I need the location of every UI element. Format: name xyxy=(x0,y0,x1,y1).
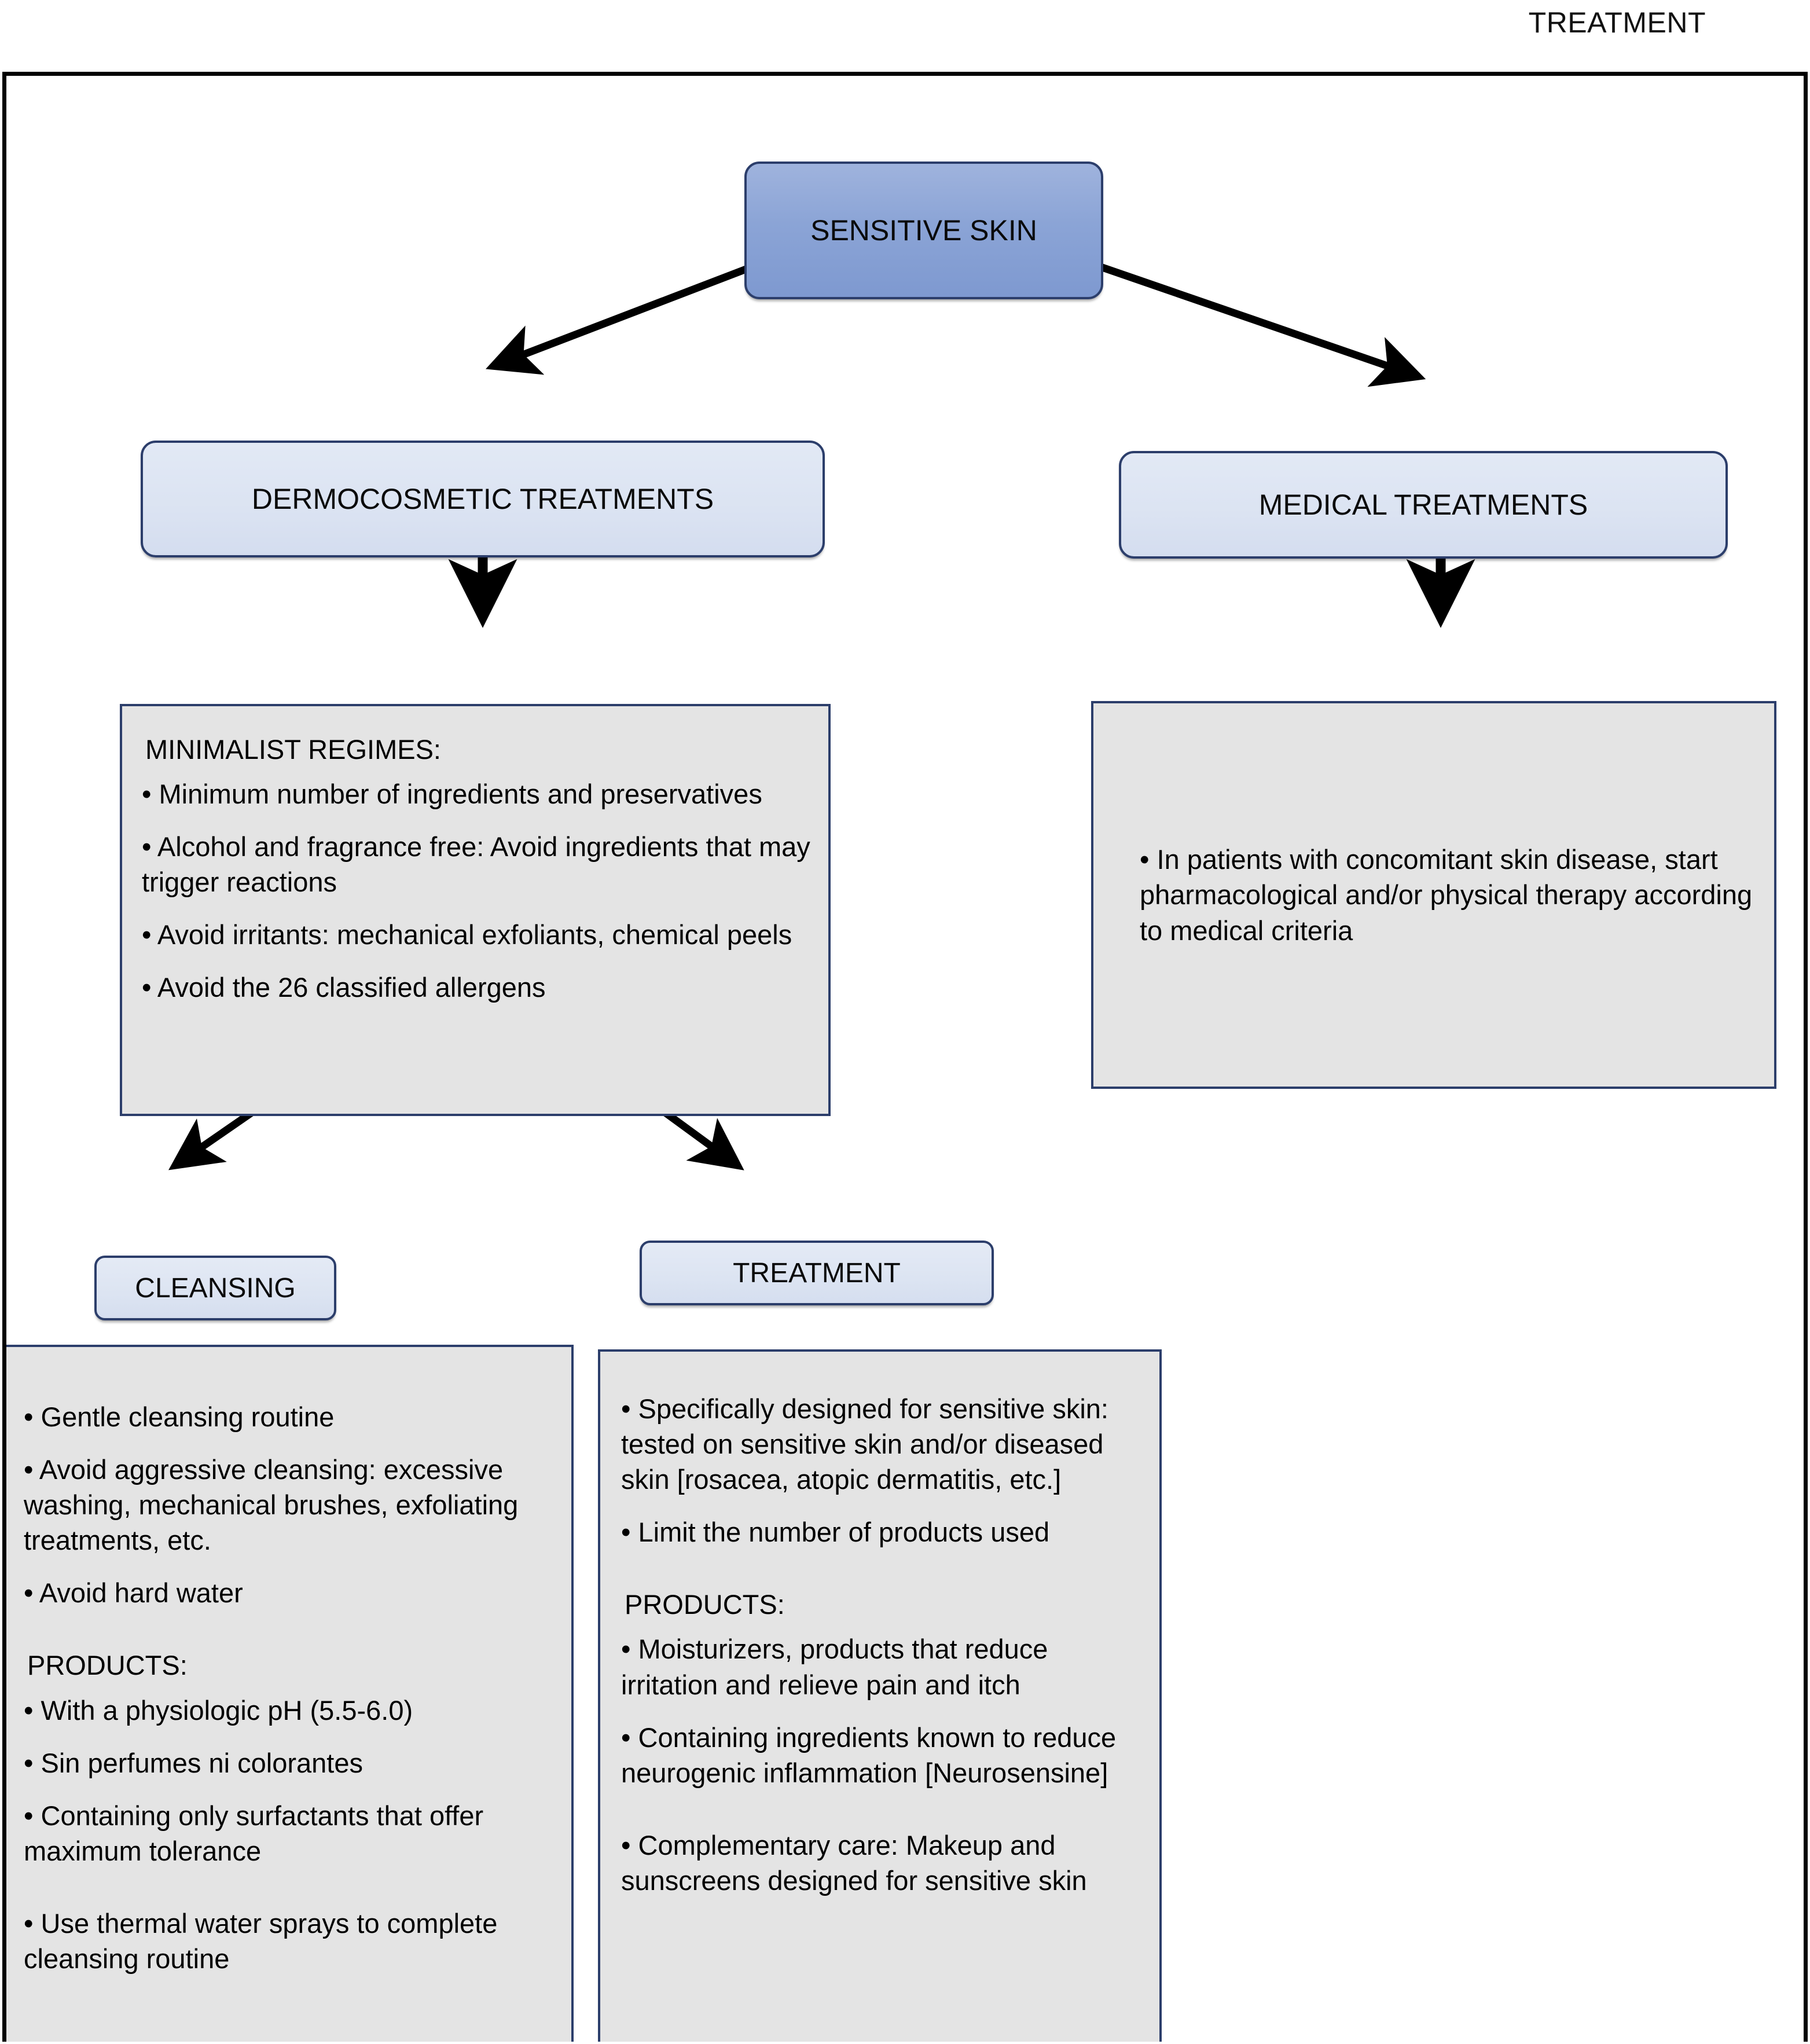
panel-minimalist-regimes: MINIMALIST REGIMES: • Minimum number of … xyxy=(120,704,831,1116)
node-cleansing[interactable]: CLEANSING xyxy=(94,1256,336,1320)
node-dermocosmetic-treatments-label: DERMOCOSMETIC TREATMENTS xyxy=(251,483,714,515)
cleansing-products-title: PRODUCTS: xyxy=(27,1650,188,1681)
treatment-products-title: PRODUCTS: xyxy=(625,1589,785,1620)
node-medical-treatments[interactable]: MEDICAL TREATMENTS xyxy=(1119,451,1728,559)
node-treatment-label: TREATMENT xyxy=(733,1257,901,1289)
cleansing-item: • Avoid hard water xyxy=(24,1577,243,1609)
cleansing-item: • Avoid aggressive cleansing: excessive … xyxy=(24,1454,519,1556)
spacer xyxy=(24,1886,554,1906)
node-sensitive-skin[interactable]: SENSITIVE SKIN xyxy=(744,162,1103,299)
node-dermocosmetic-treatments[interactable]: DERMOCOSMETIC TREATMENTS xyxy=(141,441,825,557)
treatment-item: • Limit the number of products used xyxy=(621,1517,1050,1548)
node-cleansing-label: CLEANSING xyxy=(135,1272,296,1304)
page-header: TREATMENT xyxy=(0,0,1810,72)
minimalist-regimes-item: • Minimum number of ingredients and pres… xyxy=(142,779,762,810)
treatment-product-item: • Containing ingredients known to reduce… xyxy=(621,1722,1117,1788)
panel-treatment-details: • Specifically designed for sensitive sk… xyxy=(598,1349,1162,2042)
spacer xyxy=(621,1567,1144,1587)
figure-frame: SENSITIVE SKIN DERMOCOSMETIC TREATMENTS … xyxy=(2,72,1808,2042)
panel-medical-treatments: • In patients with concomitant skin dise… xyxy=(1091,701,1776,1089)
cleansing-product-item: • Use thermal water sprays to complete c… xyxy=(24,1907,498,1975)
cleansing-product-item: • Sin perfumes ni colorantes xyxy=(24,1747,363,1778)
page-title: TREATMENT xyxy=(1528,6,1706,39)
treatment-product-item: • Complementary care: Makeup and sunscre… xyxy=(621,1829,1087,1896)
medical-treatments-item: • In patients with concomitant skin dise… xyxy=(1140,844,1753,946)
node-sensitive-skin-label: SENSITIVE SKIN xyxy=(810,214,1037,247)
spacer xyxy=(24,1628,554,1647)
spacer xyxy=(621,1808,1144,1828)
minimalist-regimes-item: • Alcohol and fragrance free: Avoid ingr… xyxy=(142,831,810,898)
node-treatment[interactable]: TREATMENT xyxy=(640,1241,994,1305)
cleansing-product-item: • Containing only surfactants that offer… xyxy=(24,1800,484,1866)
node-medical-treatments-label: MEDICAL TREATMENTS xyxy=(1258,489,1588,521)
minimalist-regimes-item: • Avoid the 26 classified allergens xyxy=(142,972,546,1003)
cleansing-product-item: • With a physiologic pH (5.5-6.0) xyxy=(24,1694,413,1726)
treatment-item: • Specifically designed for sensitive sk… xyxy=(621,1393,1108,1495)
minimalist-regimes-title: MINIMALIST REGIMES: xyxy=(145,734,441,765)
panel-cleansing-details: • Gentle cleansing routine • Avoid aggre… xyxy=(6,1345,574,2042)
treatment-product-item: • Moisturizers, products that reduce irr… xyxy=(621,1634,1048,1700)
cleansing-item: • Gentle cleansing routine xyxy=(24,1401,335,1432)
minimalist-regimes-item: • Avoid irritants: mechanical exfoliants… xyxy=(142,919,792,951)
